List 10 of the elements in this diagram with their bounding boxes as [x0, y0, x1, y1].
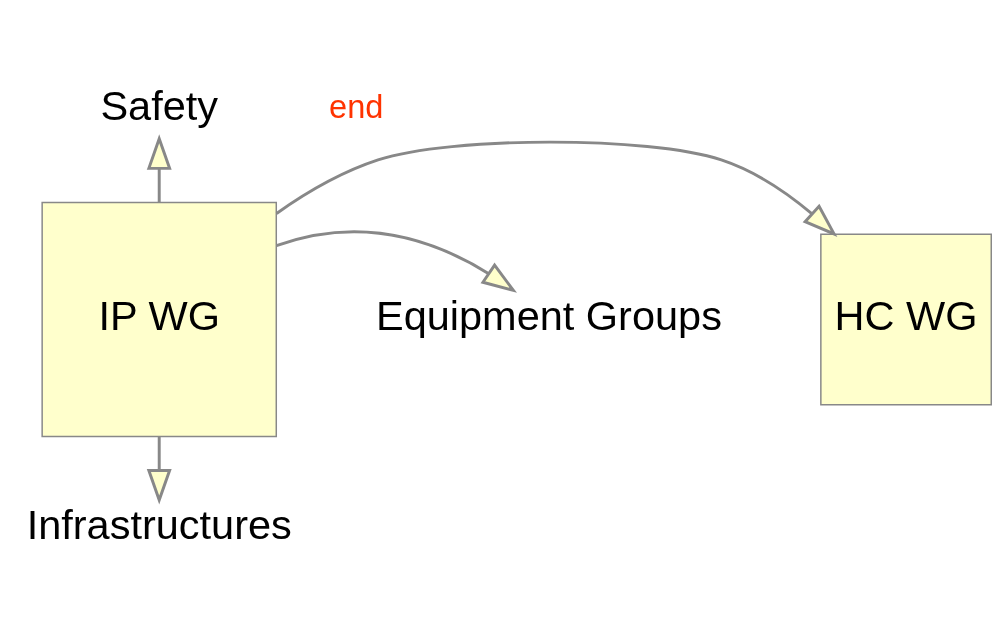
node-text: Equipment Groups — [375, 291, 722, 339]
node-text: Infrastructures — [26, 501, 292, 549]
arrow — [146, 134, 172, 202]
label: end — [329, 88, 384, 126]
arrow — [146, 437, 172, 505]
node-text: Safety — [100, 82, 219, 130]
node-box: HC WG — [820, 233, 992, 406]
arrow — [276, 230, 517, 293]
node-box: IP WG — [41, 201, 277, 438]
arrow — [275, 140, 838, 237]
